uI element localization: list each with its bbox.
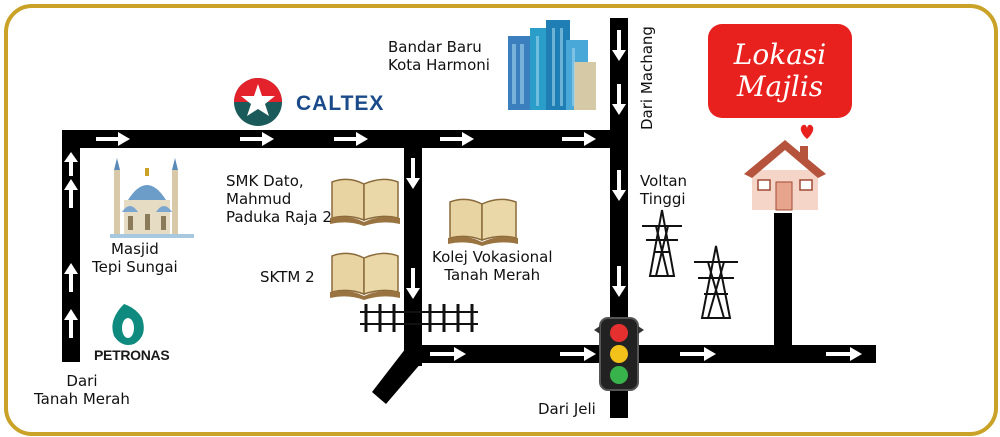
label-voltan: Voltan Tinggi <box>640 172 688 208</box>
arrow-right <box>826 347 862 361</box>
buildings-icon <box>508 20 596 110</box>
label-masjid: Masjid Tepi Sungai <box>92 240 178 276</box>
arrow-right <box>334 132 368 146</box>
road-bottom-horizontal <box>404 345 876 363</box>
road-arrows <box>64 30 862 361</box>
arrow-down <box>612 84 626 115</box>
arrow-down <box>406 158 420 189</box>
traffic-light-icon <box>594 317 644 391</box>
house-icon <box>744 140 826 211</box>
book-icon <box>330 252 400 300</box>
caltex-wordmark: CALTEX <box>296 92 385 115</box>
label-bandar-baru: Bandar Baru Kota Harmoni <box>388 38 490 74</box>
road-middle-vertical <box>404 130 422 366</box>
road-house-vertical <box>774 213 792 363</box>
label-smk: SMK Dato, Mahmud Paduka Raja 2 <box>226 172 332 226</box>
arrow-down <box>612 266 626 297</box>
arrow-up <box>64 152 78 176</box>
arrow-right <box>440 132 474 146</box>
label-sktm: SKTM 2 <box>260 268 315 286</box>
petronas-wordmark: PETRONAS <box>94 347 170 363</box>
arrow-right <box>240 132 274 146</box>
arrow-up <box>64 309 78 338</box>
petronas-logo <box>112 304 144 345</box>
label-kolej: Kolej Vokasional Tanah Merah <box>432 248 553 284</box>
arrow-down <box>406 268 420 299</box>
venue-line-2: Majlis <box>736 70 824 103</box>
railway-icon <box>360 304 478 332</box>
venue-line-1: Lokasi <box>733 38 827 71</box>
caltex-logo <box>234 78 282 126</box>
pylon-icon <box>694 245 738 319</box>
book-icon <box>330 178 400 226</box>
arrow-right <box>430 347 466 361</box>
venue-banner: Lokasi Majlis <box>708 24 852 118</box>
arrow-right <box>562 132 596 146</box>
road-diagonal <box>372 348 422 404</box>
arrow-down <box>612 170 626 201</box>
arrow-up <box>64 179 78 208</box>
book-icon <box>448 198 518 246</box>
heart-icon <box>800 124 814 139</box>
label-dari-jeli: Dari Jeli <box>538 400 596 418</box>
pylon-icon <box>642 209 682 277</box>
mosque-icon <box>110 158 194 238</box>
label-dari-machang: Dari Machang <box>638 26 656 130</box>
arrow-right <box>560 347 596 361</box>
arrow-down <box>612 30 626 61</box>
label-dari-tanah-merah: Dari Tanah Merah <box>34 372 130 408</box>
arrow-up <box>64 263 78 292</box>
arrow-right <box>96 132 130 146</box>
arrow-right <box>680 347 716 361</box>
